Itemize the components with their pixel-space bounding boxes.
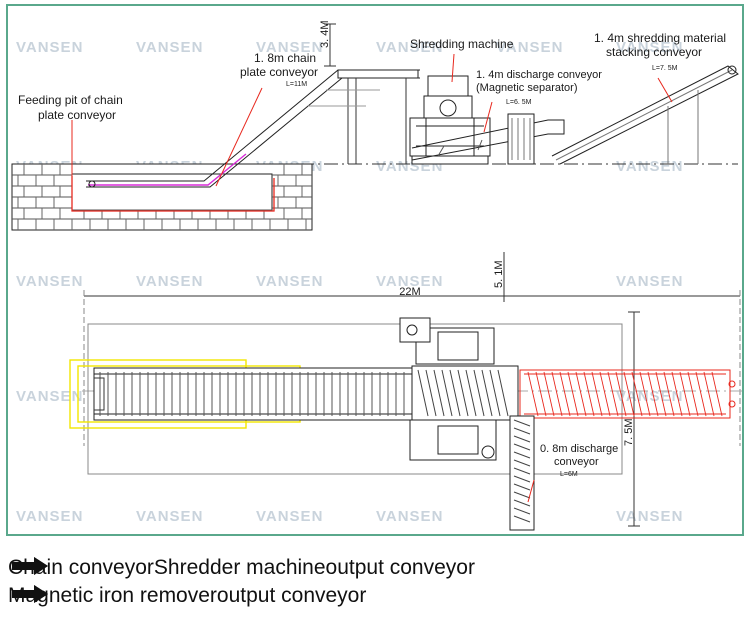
svg-text:VANSEN: VANSEN [136, 273, 203, 290]
arrow-right-icon [12, 557, 48, 575]
height-5-1m-label: 5. 1M [493, 260, 505, 288]
svg-text:VANSEN: VANSEN [136, 39, 203, 56]
svg-text:VANSEN: VANSEN [16, 39, 83, 56]
svg-text:VANSEN: VANSEN [376, 273, 443, 290]
discharge-length-label: L=6. 5M [506, 99, 532, 106]
feeding-pit-label: Feeding pit of chain plate conveyor [18, 93, 126, 122]
svg-text:VANSEN: VANSEN [136, 508, 203, 525]
pit-outline [71, 176, 275, 212]
svg-text:VANSEN: VANSEN [256, 39, 323, 56]
feeding-pit-brickwork [11, 163, 313, 231]
svg-text:VANSEN: VANSEN [616, 508, 683, 525]
flow-row-2: Magnetic iron remover output conveyor [8, 584, 366, 608]
svg-text:VANSEN: VANSEN [616, 273, 683, 290]
chain-plate-conveyor-label: 1. 8m chain plate conveyor [240, 51, 319, 79]
plan-view [69, 252, 742, 531]
svg-text:VANSEN: VANSEN [496, 39, 563, 56]
leader-lines [71, 53, 673, 503]
flow-row-1: Chain conveyor Shredder machine output c… [8, 556, 475, 580]
flow-step-magnetic-iron-remover: Magnetic iron remover [8, 584, 217, 607]
elevation-view [11, 23, 739, 231]
arrow-right-icon [12, 585, 48, 603]
output-conveyor-plan-red [519, 369, 736, 419]
flow-step-output-conveyor: output conveyor [325, 556, 475, 579]
side-discharge-conveyor-plan [509, 415, 535, 531]
side-discharge-conveyor-label: 0. 8m discharge conveyor [540, 443, 621, 468]
shredder-elevation [409, 75, 491, 165]
svg-text:VANSEN: VANSEN [16, 508, 83, 525]
width-22m-label: 22M [399, 286, 420, 298]
chain-conveyor-plan [93, 367, 425, 421]
flow-step-chain-conveyor: Chain conveyor [8, 556, 154, 579]
stacking-conveyor-label: 1. 4m shredding material stacking convey… [594, 31, 729, 59]
flow-step-final-output-conveyor: output conveyor [216, 584, 367, 607]
svg-text:VANSEN: VANSEN [256, 273, 323, 290]
discharge-conveyor-elevation [411, 113, 565, 165]
height-3-4m-label: 3. 4M [319, 20, 331, 48]
svg-text:VANSEN: VANSEN [616, 158, 683, 175]
process-diagram: VANSEN VANSEN VANSEN VANSEN VANSEN VANSE… [11, 20, 742, 531]
diagram-frame: VANSEN VANSEN VANSEN VANSEN VANSEN VANSE… [6, 4, 744, 536]
svg-text:VANSEN: VANSEN [616, 39, 683, 56]
svg-text:VANSEN: VANSEN [376, 508, 443, 525]
chain-plate-length-label: L=11M [286, 81, 307, 88]
svg-text:VANSEN: VANSEN [16, 388, 83, 405]
discharge-conveyor-label: 1. 4m discharge conveyor (Magnetic separ… [476, 69, 605, 94]
chain-plate-conveyor-elevation [86, 69, 420, 188]
svg-text:VANSEN: VANSEN [16, 273, 83, 290]
shredder-plan [399, 317, 519, 461]
stacking-length-label: L=7. 5M [652, 65, 678, 72]
depth-7-5m-label: 7. 5M [623, 418, 635, 446]
svg-text:VANSEN: VANSEN [616, 388, 683, 405]
process-flow: Chain conveyor Shredder machine output c… [0, 548, 750, 617]
flow-step-shredder-machine: Shredder machine [153, 556, 326, 579]
shredding-machine-label: Shredding machine [410, 37, 514, 51]
svg-text:VANSEN: VANSEN [376, 39, 443, 56]
svg-text:VANSEN: VANSEN [256, 508, 323, 525]
stacking-conveyor-elevation [551, 65, 739, 165]
side-conveyor-length-label: L=6M [560, 471, 578, 478]
